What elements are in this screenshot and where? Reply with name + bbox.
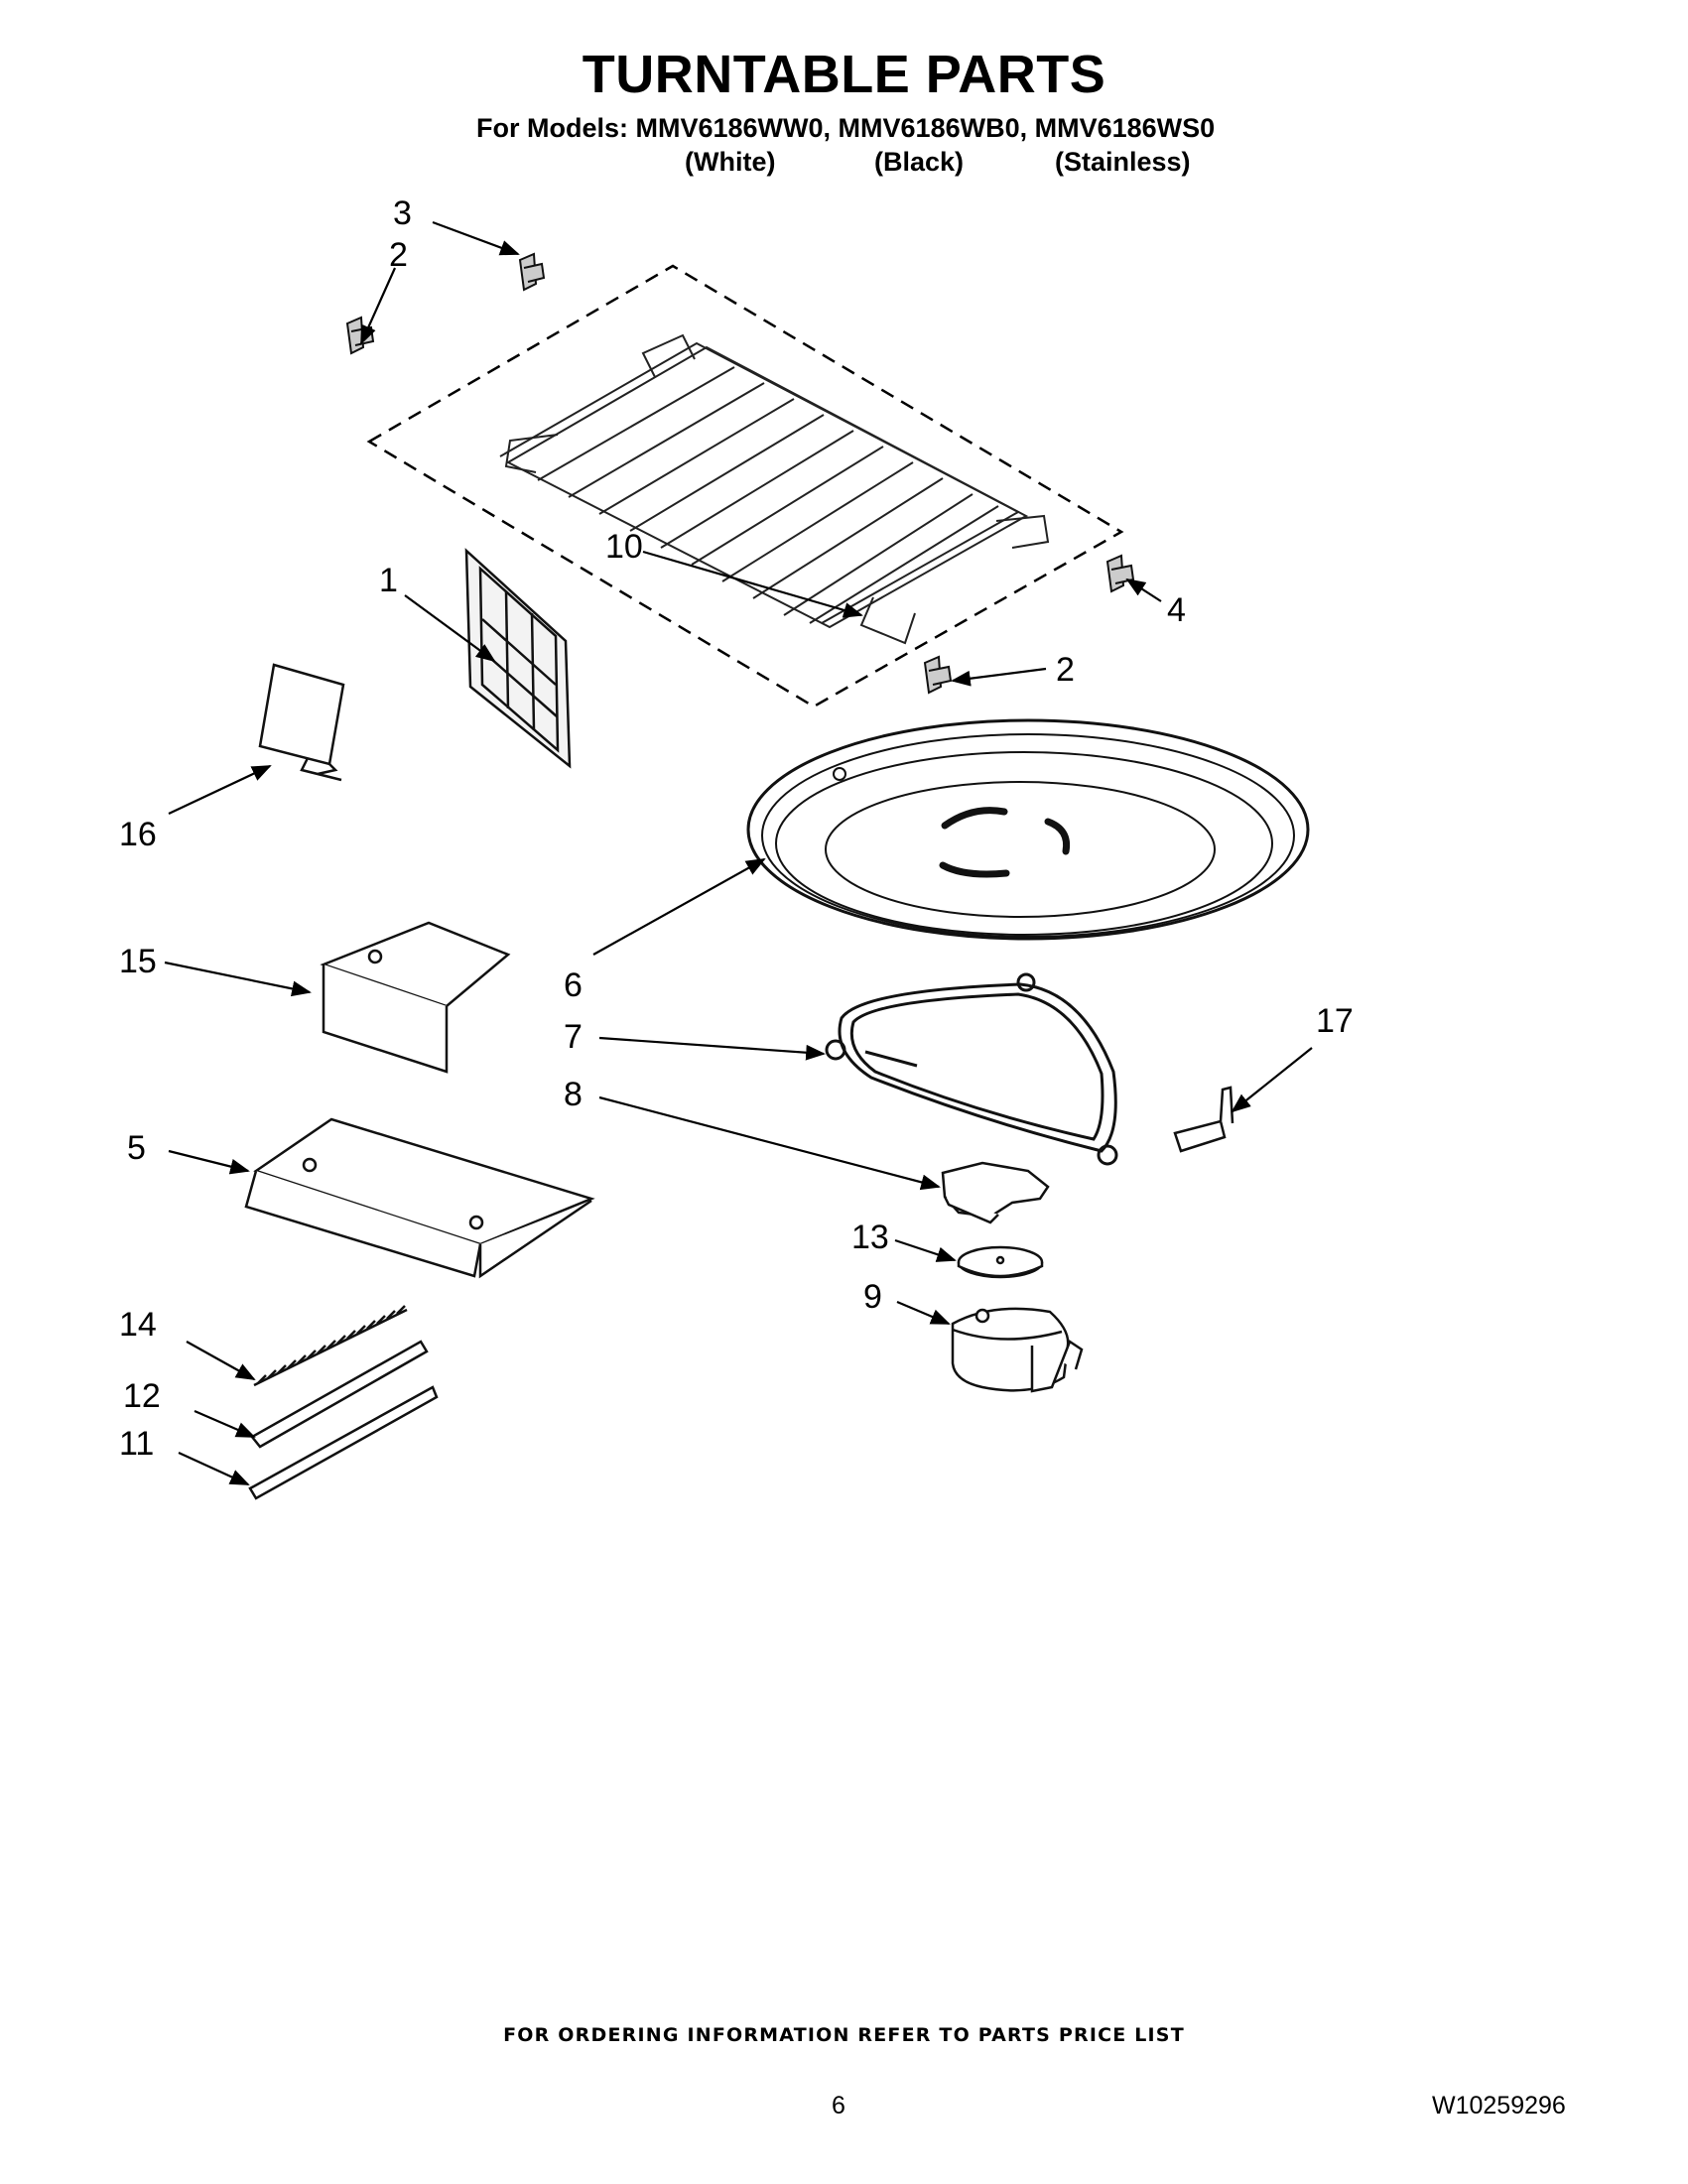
leader-lines bbox=[164, 220, 1313, 1486]
variant-black: (Black) bbox=[874, 147, 965, 177]
turntable-motor bbox=[951, 1307, 1084, 1393]
callout-11: 11 bbox=[119, 1425, 154, 1463]
filter-frame bbox=[464, 548, 572, 769]
leader-arrow-2a bbox=[359, 267, 397, 345]
leader-arrow-6 bbox=[592, 858, 766, 956]
coupler bbox=[941, 1161, 1050, 1224]
leader-arrow-2b bbox=[951, 667, 1047, 687]
oven-rack bbox=[499, 333, 1050, 645]
info-card bbox=[258, 663, 345, 782]
page-title: TURNTABLE PARTS bbox=[582, 45, 1106, 104]
disc bbox=[957, 1245, 1044, 1279]
leader-arrow-3 bbox=[432, 220, 520, 256]
leader-arrow-12 bbox=[194, 1409, 256, 1439]
callout-15: 15 bbox=[119, 943, 157, 980]
callout-10: 10 bbox=[605, 528, 643, 566]
callout-9: 9 bbox=[863, 1278, 882, 1316]
clip-part-3 bbox=[518, 252, 546, 292]
rod-part-11 bbox=[248, 1385, 439, 1500]
leader-arrow-10 bbox=[642, 550, 863, 618]
clip-part-2-lower bbox=[923, 655, 953, 695]
variant-white: (White) bbox=[685, 147, 776, 177]
leader-arrow-5 bbox=[168, 1149, 250, 1175]
leader-arrow-1 bbox=[404, 594, 496, 663]
callout-7: 7 bbox=[564, 1018, 583, 1056]
leader-arrow-17 bbox=[1231, 1047, 1313, 1113]
cover-box bbox=[320, 921, 511, 1074]
callout-5: 5 bbox=[127, 1129, 146, 1167]
callout-6: 6 bbox=[564, 966, 583, 1004]
document-number: W10259296 bbox=[1432, 2092, 1566, 2120]
roller-ring bbox=[825, 972, 1118, 1166]
bracket bbox=[1173, 1086, 1234, 1153]
turntable-tray bbox=[746, 718, 1310, 941]
models-line: For Models: MMV6186WW0, MMV6186WB0, MMV6… bbox=[476, 113, 1216, 143]
leader-arrow-11 bbox=[178, 1451, 250, 1486]
spring-strip bbox=[253, 1305, 408, 1387]
rack-dashed-outline bbox=[366, 264, 1124, 708]
callout-3: 3 bbox=[393, 194, 412, 232]
callout-8: 8 bbox=[564, 1076, 583, 1113]
leader-arrow-8 bbox=[598, 1095, 941, 1191]
leader-arrow-13 bbox=[894, 1238, 957, 1262]
callout-12: 12 bbox=[123, 1377, 161, 1415]
rod-part-12 bbox=[250, 1340, 429, 1449]
callout-13: 13 bbox=[851, 1219, 889, 1256]
callout-14: 14 bbox=[119, 1306, 157, 1344]
callout-2a: 2 bbox=[389, 236, 408, 274]
callout-17: 17 bbox=[1316, 1002, 1354, 1040]
variant-stainless: (Stainless) bbox=[1055, 147, 1191, 177]
ordering-info-note: FOR ORDERING INFORMATION REFER TO PARTS … bbox=[503, 2024, 1185, 2046]
leader-arrow-7 bbox=[598, 1036, 826, 1061]
callout-16: 16 bbox=[119, 816, 157, 853]
callout-1: 1 bbox=[379, 562, 398, 599]
shelf-panel bbox=[244, 1117, 595, 1279]
callout-4: 4 bbox=[1167, 591, 1186, 629]
leader-arrow-16 bbox=[168, 765, 272, 815]
page-number: 6 bbox=[832, 2092, 845, 2120]
callout-2b: 2 bbox=[1056, 651, 1075, 689]
leader-arrow-9 bbox=[896, 1300, 951, 1326]
leader-arrow-4 bbox=[1125, 578, 1162, 602]
leader-arrow-14 bbox=[186, 1341, 256, 1380]
clip-part-4 bbox=[1105, 554, 1135, 593]
leader-arrow-15 bbox=[164, 961, 312, 997]
